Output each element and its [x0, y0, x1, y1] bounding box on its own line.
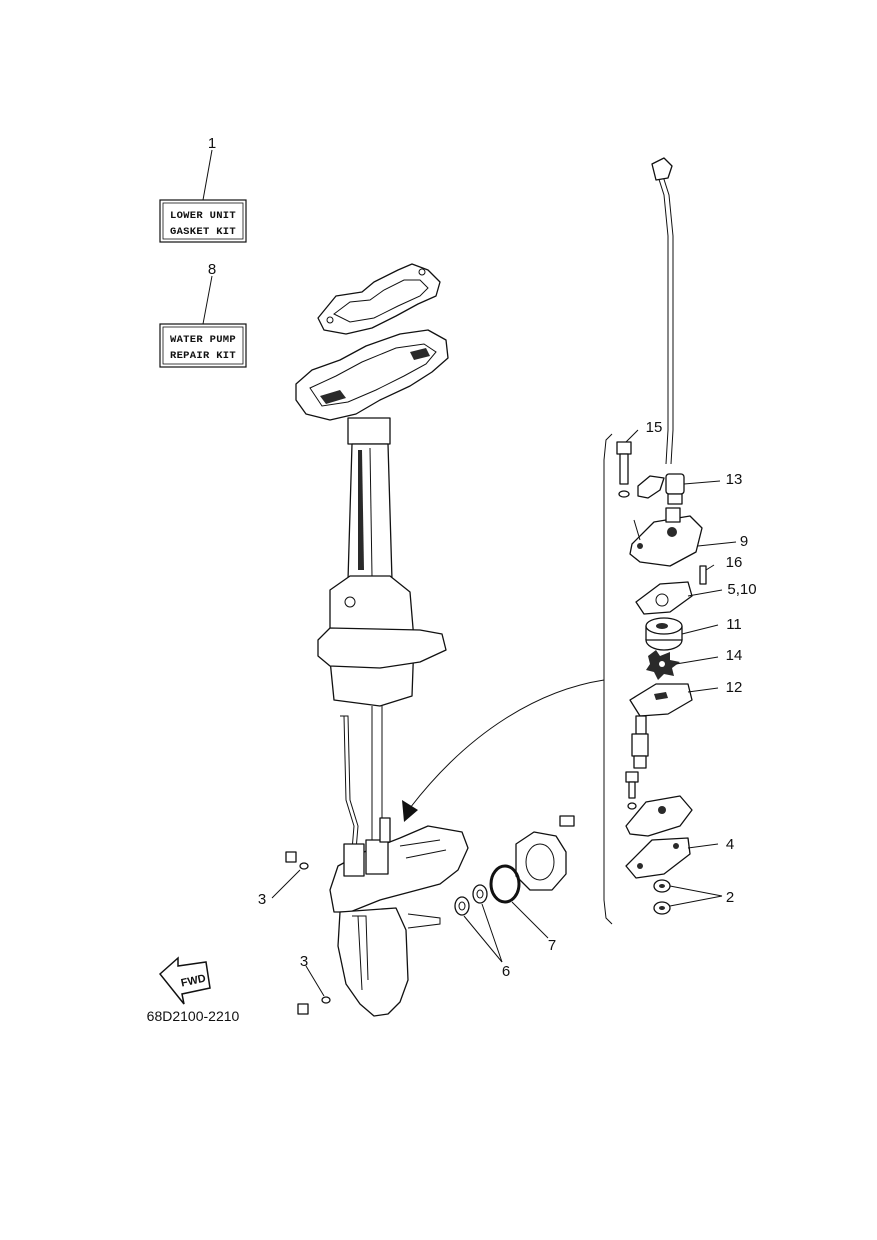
impeller-14 [646, 650, 680, 680]
callout-2: 2 [726, 889, 734, 906]
callout-16: 16 [726, 554, 743, 571]
water-tube [340, 157, 674, 851]
leader-8 [202, 275, 213, 325]
callout-12: 12 [726, 679, 743, 696]
diagram-code: 68D2100-2210 [147, 1008, 240, 1024]
bearing-2a [653, 879, 671, 893]
pump-housing-9 [629, 507, 703, 567]
callout-11: 11 [726, 616, 742, 633]
kit-1-line1: LOWER UNIT [170, 210, 236, 222]
callout-8: 8 [208, 261, 216, 278]
callout-5-10: 5,10 [727, 581, 756, 598]
grommet-13 [665, 473, 685, 505]
callout-4: 4 [726, 836, 734, 853]
kit-8-line1: WATER PUMP [170, 334, 236, 346]
gasket-4 [625, 837, 691, 879]
small-bolt [625, 771, 639, 810]
drive-shaft-housing [317, 417, 447, 840]
leader-lines [271, 429, 737, 997]
kit-1-line2: GASKET KIT [170, 226, 236, 238]
propeller-shaft-housing [515, 815, 575, 891]
water-pump-repair-kit-box: WATER PUMP REPAIR KIT [159, 323, 247, 368]
callout-14: 14 [726, 647, 743, 664]
pump-group-bracket [603, 433, 613, 925]
kit-8-line2: REPAIR KIT [170, 350, 236, 362]
seal-6b [472, 884, 488, 904]
bolt-15 [616, 441, 632, 498]
callout-6: 6 [502, 963, 510, 980]
callout-3a: 3 [258, 891, 266, 908]
assembly-arrow [409, 679, 605, 809]
bolt-3a [285, 851, 309, 870]
gasket-5-10 [635, 581, 693, 615]
fwd-label: FWD [180, 973, 207, 990]
callout-1: 1 [208, 135, 216, 152]
lower-casing [329, 817, 469, 1017]
pump-drive-shaft [631, 715, 649, 769]
bearing-2b [653, 901, 671, 915]
plate-15 [637, 475, 665, 499]
callout-7: 7 [548, 937, 556, 954]
lower-unit-gasket-kit-box: LOWER UNIT GASKET KIT [159, 199, 247, 243]
upper-gasket [317, 263, 441, 335]
pump-case-base [625, 795, 693, 837]
pin-16 [699, 565, 707, 585]
leader-1 [202, 149, 213, 201]
callout-9: 9 [740, 533, 748, 550]
callout-13: 13 [726, 471, 743, 488]
seal-6a [454, 896, 470, 916]
assembly-arrowhead [402, 800, 418, 822]
upper-casing-plate [295, 329, 449, 421]
bolt-3b [297, 996, 331, 1015]
outer-plate-12 [629, 683, 693, 717]
callout-3b: 3 [300, 953, 308, 970]
insert-cartridge-11 [645, 617, 683, 651]
callout-15: 15 [646, 419, 663, 436]
o-ring-7 [489, 864, 521, 904]
fwd-arrow-icon: FWD [158, 956, 211, 1005]
